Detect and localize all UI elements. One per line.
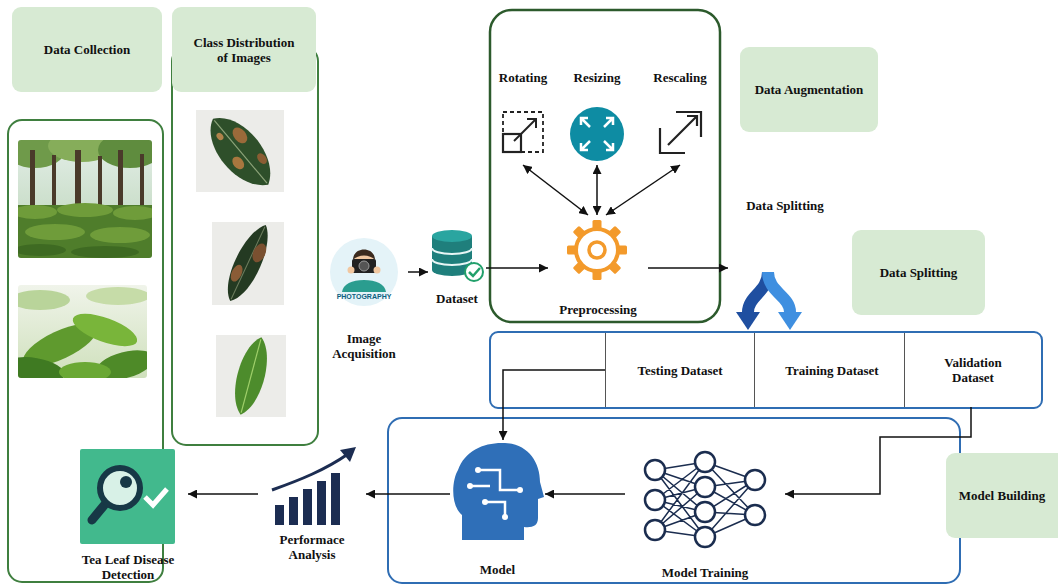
neural-network-icon <box>645 452 765 547</box>
node-text: Data Splitting <box>746 198 824 213</box>
flow-arrow <box>503 370 605 440</box>
flow-arrow <box>545 493 625 495</box>
model-panel <box>388 418 960 583</box>
augmentation-step: Rotating <box>494 70 552 165</box>
node-text: Data Collection <box>44 42 130 57</box>
database-icon <box>432 230 483 281</box>
node-text: Dataset <box>436 291 478 306</box>
training-step: Model Training <box>625 447 785 580</box>
node-text: Model Building <box>959 488 1045 503</box>
augmentation-panel <box>490 10 720 322</box>
flow-arrow <box>648 267 728 269</box>
flow-arrow <box>606 165 680 215</box>
analysis-step: Performace Analysis <box>258 445 366 562</box>
split-arrows-icon <box>736 272 802 330</box>
rescale-icon <box>660 112 701 153</box>
flow-arrow <box>785 407 971 494</box>
dataset-cell: Validation Dataset <box>905 333 1041 407</box>
dataset-cell: Training Dataset <box>760 333 905 407</box>
resize-icon <box>570 107 624 161</box>
flow-arrow <box>523 165 588 215</box>
flow-arrow <box>366 493 450 495</box>
node-text: Model Training <box>662 565 749 580</box>
preprocessing-step: Preprocessing <box>548 215 648 317</box>
photographer-icon <box>330 238 398 306</box>
node-text: Tea Leaf Disease Detection <box>78 552 178 582</box>
node-text: Rotating <box>499 70 547 85</box>
blighted-leaf-photo <box>212 220 284 307</box>
growth-chart-icon <box>272 447 356 525</box>
node-text: Testing Dataset <box>637 363 722 378</box>
splitting-step: Data Splitting <box>728 198 842 332</box>
tea-garden-photo <box>18 140 152 258</box>
flow-arrow <box>188 493 258 495</box>
healthy-leaf-photo <box>216 334 286 418</box>
gear-icon <box>567 220 627 280</box>
diseased-leaf-photo <box>196 106 284 198</box>
node-text: Data Augmentation <box>755 82 864 97</box>
node-text: Preprocessing <box>559 302 637 317</box>
node-text: Rescaling <box>653 70 706 85</box>
detection-step: Tea Leaf Disease Detection <box>68 446 188 582</box>
tea-leaves-photo <box>18 285 147 378</box>
rotate-icon <box>503 112 543 152</box>
augmentation-step: Resizing <box>567 70 627 165</box>
node-text: Data Splitting <box>880 265 958 280</box>
icon-caption: PHOTOGRAPHY <box>334 292 394 301</box>
stage-label: Model Building <box>946 453 1058 538</box>
ai-model-icon <box>453 443 544 540</box>
flow-arrow <box>408 271 428 273</box>
node-text: Model <box>480 562 515 577</box>
node-text: Class Distribution of Images <box>190 35 298 65</box>
detection-icon <box>80 449 175 544</box>
model-step: Model <box>450 440 545 577</box>
node-text: Performace Analysis <box>270 532 355 562</box>
node-text: Training Dataset <box>785 363 878 378</box>
node-text: Image Acquisition <box>324 331 404 361</box>
class-panel <box>172 47 318 445</box>
node-text: Resizing <box>574 70 621 85</box>
stage-label: Data Collection <box>12 7 162 92</box>
flow-arrow <box>596 165 598 215</box>
stage-label: Data Augmentation <box>740 47 878 132</box>
stage-label: Data Splitting <box>852 230 985 315</box>
flow-arrow <box>486 267 548 269</box>
node-text: Validation Dataset <box>933 355 1013 385</box>
dataset-step: Dataset <box>428 226 486 306</box>
augmentation-step: Rescaling <box>645 70 715 165</box>
dataset-cell: Testing Dataset <box>605 333 755 407</box>
stage-label: Class Distribution of Images <box>172 7 316 92</box>
